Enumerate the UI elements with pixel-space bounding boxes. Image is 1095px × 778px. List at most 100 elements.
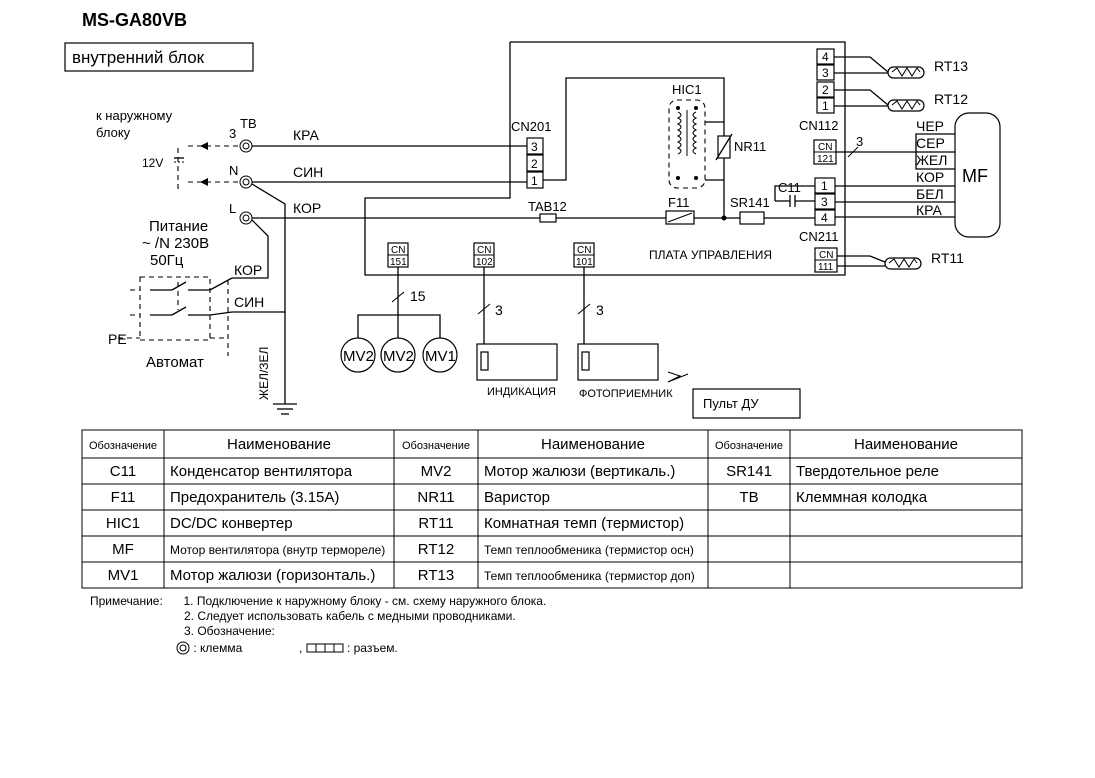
table-cell: Мотор вентилятора (внутр термореле): [170, 543, 385, 557]
mf-wire-ser: СЕР: [916, 135, 945, 151]
mf-wire-kra: КРА: [916, 202, 943, 218]
control-board-outline: [364, 41, 846, 276]
table-cell: Предохранитель (3.15A): [170, 489, 339, 506]
cn201-pin-1: 1: [531, 174, 538, 188]
cn211-pin-3: 3: [821, 195, 828, 209]
unit-label-box: [64, 42, 254, 72]
table-cell: Твердотельное реле: [796, 463, 939, 480]
count-3-photo: 3: [596, 302, 604, 318]
terminal-block-label: TB: [240, 116, 257, 131]
f11-label: F11: [668, 195, 689, 210]
table-cell: Комнатная темп (термистор): [484, 515, 684, 532]
table-cell: MV1: [108, 567, 139, 584]
cn101-connector: [573, 242, 595, 268]
table-cell: TB: [739, 489, 758, 506]
tab12-label: TAB12: [528, 199, 567, 214]
hic1-converter: [668, 99, 706, 189]
note-row-legend: : клемма , : разъем.: [90, 641, 546, 656]
rt11-label: RT11: [931, 250, 964, 266]
notes-prefix: Примечание:: [90, 594, 163, 608]
count-3-indication: 3: [495, 302, 503, 318]
table-cell: RT11: [418, 515, 453, 532]
rt12-label: RT12: [934, 91, 968, 107]
table-header-cell: Обозначение: [715, 440, 783, 452]
nr11-varistor: [715, 122, 733, 218]
breaker-kor-label: КОР: [234, 262, 262, 278]
ground-wire-label: ЖЕЛ/ЗЕЛ: [257, 347, 271, 400]
cn121-bottom: 121: [817, 154, 834, 165]
motor-label-mv2-a: MV2: [343, 348, 374, 365]
motor-mv2-b: [380, 337, 416, 373]
cn112-label: CN112: [799, 118, 839, 133]
terminal-tb-l: [239, 211, 253, 225]
wire-kor-label: КОР: [293, 200, 321, 216]
legend-connector: : разъем.: [346, 641, 398, 655]
indication-label: ИНДИКАЦИЯ: [487, 386, 556, 398]
outdoor-dashed-leads: [188, 142, 238, 186]
f11-fuse: [665, 210, 695, 225]
cn121-top: CN: [818, 142, 832, 153]
cn211-label: CN211: [799, 229, 839, 244]
pe-label: PE: [108, 331, 127, 347]
legend-terminal: : клемма: [193, 641, 243, 655]
motor-label-mv1: MV1: [425, 348, 456, 365]
wire-sin-label: СИН: [293, 164, 323, 180]
indication-unit: [476, 343, 558, 381]
table-cell: F11: [111, 489, 136, 506]
thermistor-rt12: [887, 99, 925, 112]
model-title: MS-GA80VB: [82, 10, 187, 30]
count-15-label: 15: [410, 288, 426, 304]
table-cell: MF: [112, 541, 134, 558]
cn112-connector: [816, 48, 835, 114]
table-header-cell: Обозначение: [89, 440, 157, 452]
table-cell: Темп теплообменика (термистор доп): [484, 569, 695, 583]
c11-label: C11: [778, 180, 801, 195]
table-cell: Варистор: [484, 489, 550, 506]
motor-mv2-a: [340, 337, 376, 373]
table-header-cell: Наименование: [854, 436, 958, 453]
cn111-connector: [814, 247, 838, 273]
sr141-label: SR141: [730, 195, 770, 210]
cn112-pin-1: 1: [822, 99, 829, 113]
photoreceiver-label: ФОТОПРИЕМНИК: [579, 388, 673, 400]
circuit-breaker-symbol: [118, 276, 233, 356]
thermistor-rt11: [884, 257, 922, 270]
terminal-tb-3: [239, 139, 253, 153]
c11-capacitor: [774, 185, 815, 207]
mf-label: MF: [962, 166, 988, 186]
cn102-bottom: 102: [476, 257, 493, 268]
mf-wire-zhel: ЖЕЛ: [916, 152, 947, 168]
table-cell: NR11: [417, 489, 454, 506]
table-header-cell: Наименование: [541, 436, 645, 453]
note-row-2: 2. Следует использовать кабель с медными…: [90, 609, 546, 624]
nr11-label: NR11: [734, 139, 766, 154]
cn101-bottom: 101: [576, 257, 593, 268]
tab12-terminal: [539, 213, 557, 223]
cn211-pin-4: 4: [821, 211, 828, 225]
table-cell: Мотор жалюзи (вертикаль.): [484, 463, 675, 480]
component-table: Обозначение Наименование Обозначение Наимен…: [81, 429, 1023, 589]
remote-control-box: [692, 388, 801, 419]
table-header-cell: Обозначение: [402, 440, 470, 452]
power-label-3: 50Гц: [150, 252, 184, 269]
notes-block: Примечание: 1. Подключение к наружному б…: [90, 594, 546, 656]
note-row-1: Примечание: 1. Подключение к наружному б…: [90, 594, 546, 609]
cn111-top: CN: [819, 250, 833, 261]
terminal-legend-icon: [176, 641, 190, 655]
cn102-top: CN: [477, 245, 491, 256]
motor-mv1: [422, 337, 458, 373]
breaker-sin-label: СИН: [234, 294, 264, 310]
cn211-pin-1: 1: [821, 179, 828, 193]
note-row-3: 3. Обозначение:: [90, 624, 546, 639]
ground-symbol: [273, 312, 297, 415]
voltage-12v-label: 12V: [142, 156, 163, 170]
table-cell: Клеммная колодка: [796, 489, 928, 506]
note-3: 3. Обозначение:: [184, 624, 275, 638]
cn201-pin-3: 3: [531, 140, 538, 154]
table-cell: Мотор жалюзи (горизонталь.): [170, 567, 375, 584]
photoreceiver-unit: [577, 343, 689, 383]
table-cell: HIC1: [106, 515, 140, 532]
rt13-label: RT13: [934, 58, 968, 74]
mf-wire-cher: ЧЕР: [916, 118, 944, 134]
